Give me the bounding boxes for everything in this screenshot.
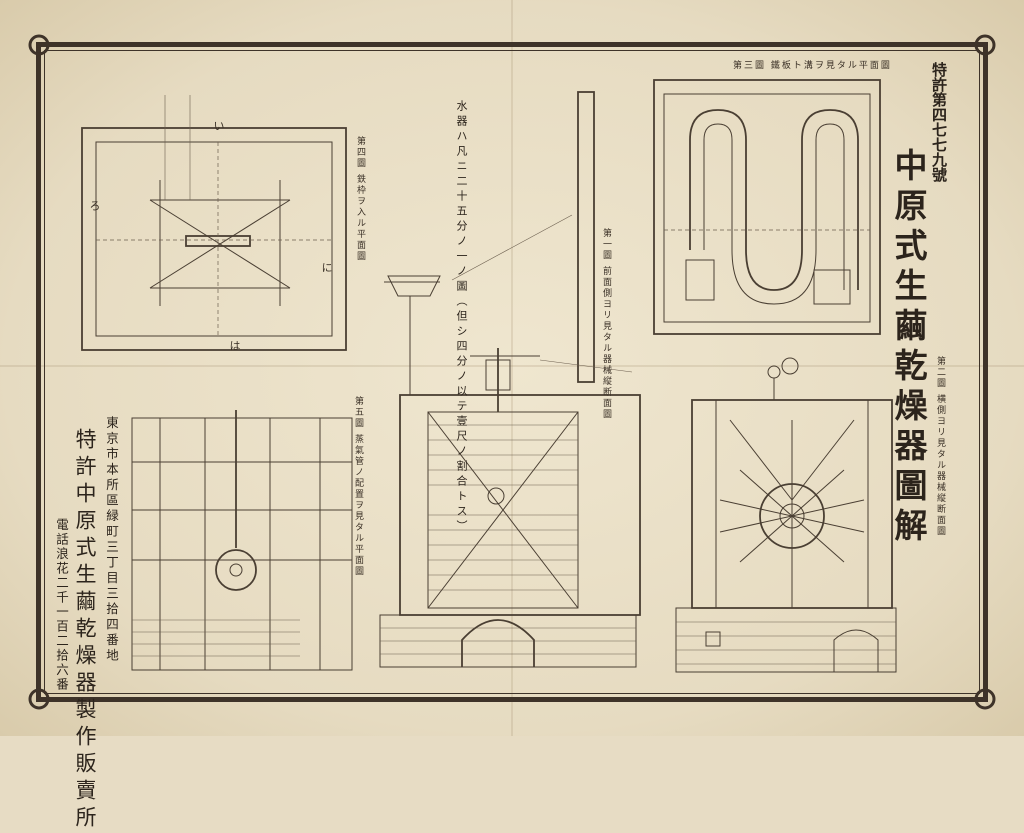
fig4-plan-drawing <box>81 95 347 351</box>
fig4-label-left: ろ <box>88 200 101 213</box>
main-title: 中原式生繭乾燥器圖解 <box>889 148 928 548</box>
fig4-label-top: い <box>212 120 225 133</box>
fig5-caption: 第五圖 蒸氣管ノ配置ヲ見タル平面圖 <box>353 396 363 577</box>
corner-ornament-bottom-right <box>974 688 996 710</box>
fold-line-horizontal <box>0 365 1024 367</box>
fig1-caption: 第一圖 前面側ヨリ見タル器械縦断面圖 <box>601 228 611 420</box>
maker-address: 東京市本所區緑町三丁目三拾四番地 <box>104 416 119 664</box>
ornamental-border-inner <box>44 50 980 694</box>
patent-number: 特許第四七七九號 <box>930 62 948 182</box>
technical-drawings <box>81 79 897 673</box>
fig1-section-drawing <box>379 91 641 668</box>
maker-phone: 電話浪花二千一百二拾六番 <box>54 518 69 692</box>
fig4-label-right: に <box>320 262 333 275</box>
corner-ornament-bottom-left <box>28 688 50 710</box>
fold-line-vertical <box>511 0 513 736</box>
fig4-label-bottom: は <box>228 340 241 353</box>
corner-ornament-top-right <box>974 34 996 56</box>
fig2-section-drawing <box>675 357 897 673</box>
scale-note: 水器ハ凡ニ二十五分ノ一ノ圖（但シ四分ノ以テ壹尺ノ割合トス） <box>455 100 468 535</box>
fig3-plan-drawing <box>653 79 881 335</box>
fig3-caption: 第三圖 鐵板ト溝ヲ見タル平面圖 <box>733 61 892 71</box>
fig2-caption: 第二圖 横側ヨリ見タル器械縦断面圖 <box>935 356 945 537</box>
ornamental-border-outer <box>36 42 988 702</box>
fig5-plan-drawing <box>131 410 353 671</box>
maker-name: 特許中原式生繭乾燥器製作販賣所 <box>73 428 97 833</box>
fig4-caption: 第四圖 鉄枠ヲ入ル平面圖 <box>355 136 365 262</box>
corner-ornament-top-left <box>28 34 50 56</box>
